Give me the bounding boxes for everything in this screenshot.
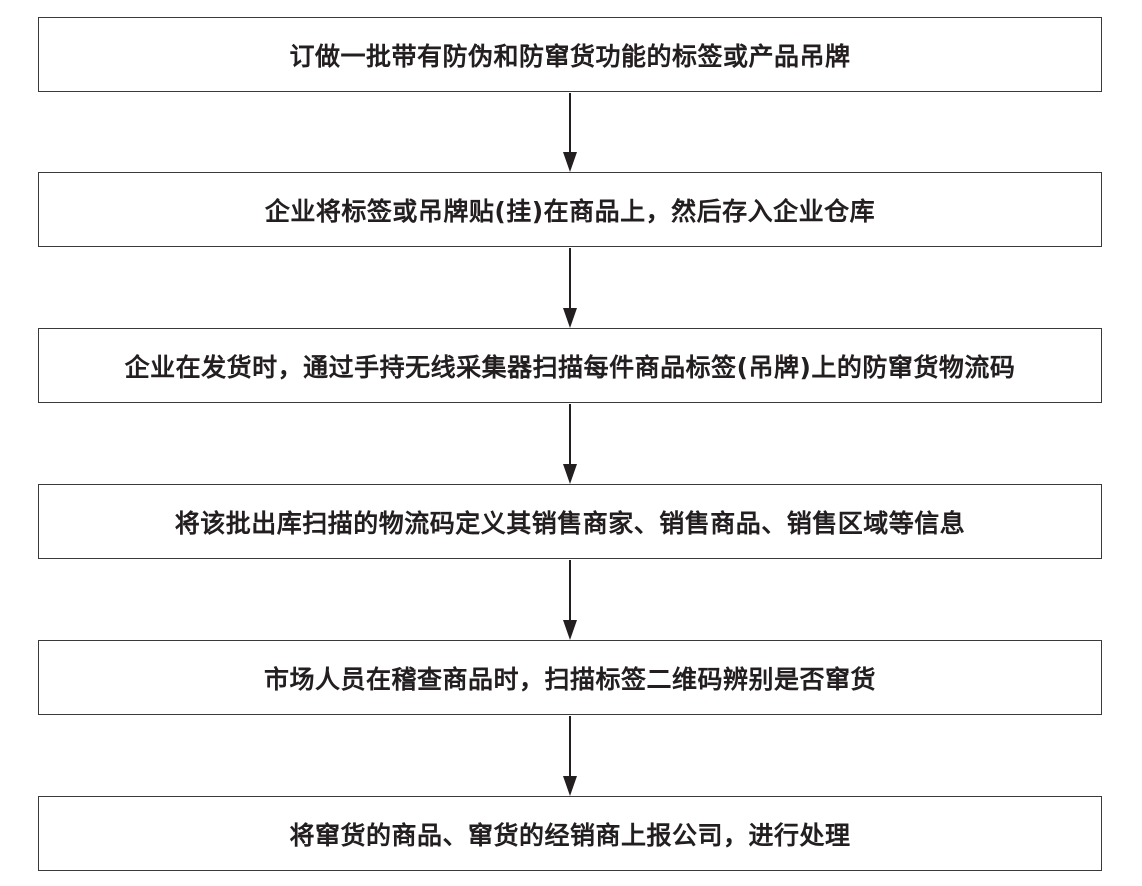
step-1-label: 订做一批带有防伪和防窜货功能的标签或产品吊牌 — [289, 41, 851, 71]
arrow-down-icon — [563, 404, 577, 484]
step-4-label: 将该批出库扫描的物流码定义其销售商家、销售商品、销售区域等信息 — [174, 508, 966, 538]
step-3-label: 企业在发货时，通过手持无线采集器扫描每件商品标签(吊牌)上的防窜货物流码 — [124, 352, 1016, 382]
step-1-box: 订做一批带有防伪和防窜货功能的标签或产品吊牌 — [38, 17, 1102, 92]
step-6-label: 将窜货的商品、窜货的经销商上报公司，进行处理 — [289, 820, 851, 850]
arrow-down-icon — [563, 560, 577, 640]
step-5-box: 市场人员在稽查商品时，扫描标签二维码辨别是否窜货 — [38, 640, 1102, 715]
step-2-box: 企业将标签或吊牌贴(挂)在商品上，然后存入企业仓库 — [38, 172, 1102, 247]
step-3-box: 企业在发货时，通过手持无线采集器扫描每件商品标签(吊牌)上的防窜货物流码 — [38, 328, 1102, 403]
arrow-down-icon — [563, 93, 577, 172]
step-5-label: 市场人员在稽查商品时，扫描标签二维码辨别是否窜货 — [263, 664, 876, 694]
arrow-down-icon — [563, 248, 577, 328]
step-4-box: 将该批出库扫描的物流码定义其销售商家、销售商品、销售区域等信息 — [38, 484, 1102, 559]
arrow-down-icon — [563, 716, 577, 796]
step-6-box: 将窜货的商品、窜货的经销商上报公司，进行处理 — [38, 796, 1102, 871]
step-2-label: 企业将标签或吊牌贴(挂)在商品上，然后存入企业仓库 — [264, 196, 876, 226]
